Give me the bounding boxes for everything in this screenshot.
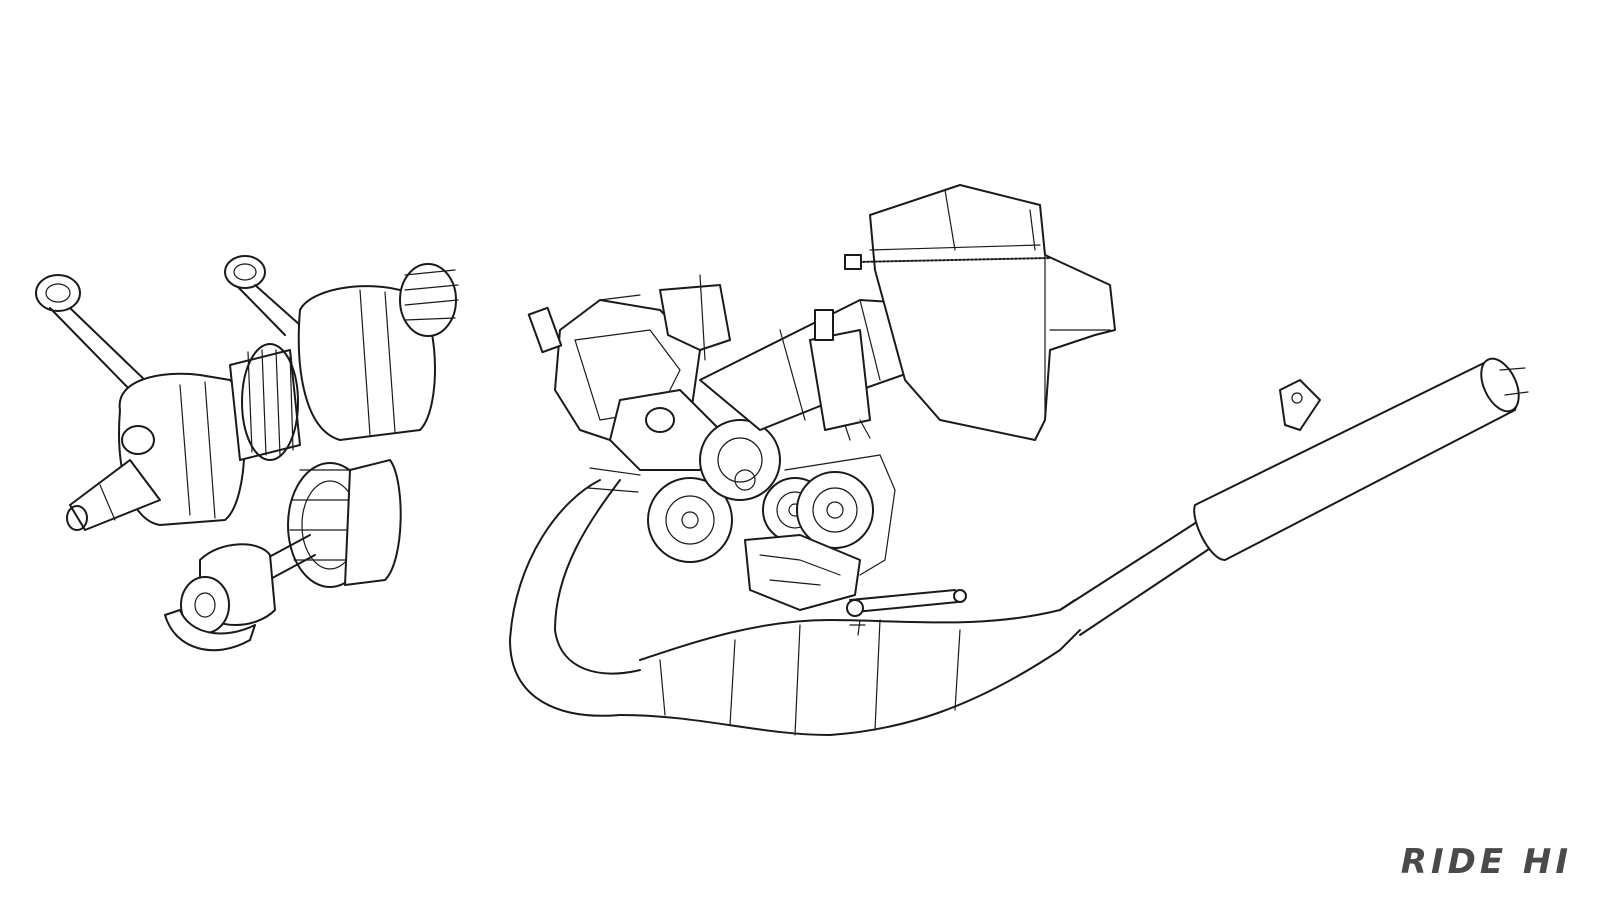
crank-wheel [647, 477, 733, 563]
watermark-logo: RIDE HI [1400, 842, 1572, 882]
connecting-rod-right [224, 255, 301, 336]
silencer [1193, 357, 1529, 561]
expansion-chamber-exhaust [509, 467, 1216, 736]
piston-rod [609, 389, 721, 471]
silencer-mount [1279, 379, 1321, 431]
balancer-weight-left [164, 543, 276, 652]
connecting-rod-left [35, 274, 151, 396]
carburetor [809, 309, 871, 441]
clutch-gear-right [796, 471, 874, 549]
crank-end-gear [399, 263, 459, 337]
balancer-shaft [164, 459, 402, 652]
flywheel [699, 419, 781, 501]
crankshaft-assembly [35, 255, 459, 531]
engine-case-outline [784, 454, 896, 576]
crank-taper-end [66, 459, 161, 531]
gearbox-case [744, 534, 861, 611]
airbox [844, 184, 1116, 441]
engine-cross-section [527, 274, 967, 636]
crank-web-right [297, 285, 436, 441]
crank-center-gear [229, 343, 301, 461]
power-valve-housing [599, 274, 731, 361]
shift-lever [846, 589, 967, 636]
balancer-weight-right [344, 459, 402, 586]
